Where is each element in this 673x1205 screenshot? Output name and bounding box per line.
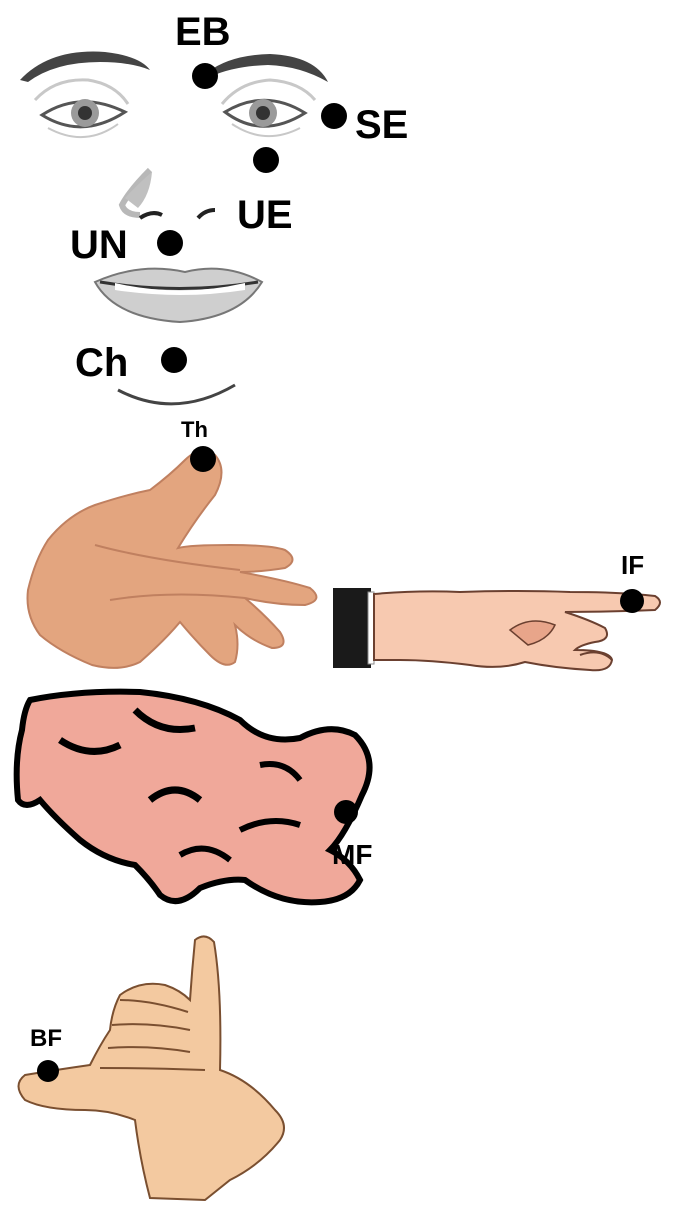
nose (122, 170, 215, 218)
index-finger-point (620, 589, 644, 613)
chin-label: Ch (75, 341, 128, 385)
middle-finger-hand-illustration (17, 692, 370, 903)
index-finger-label: IF (621, 550, 644, 580)
middle-finger-point (334, 800, 358, 824)
eyebrow-label: EB (175, 10, 231, 54)
baby-finger-point (37, 1060, 59, 1082)
chin-point (161, 347, 187, 373)
under-eye-label: UE (237, 193, 293, 237)
under-nose-label: UN (70, 223, 128, 267)
mouth (95, 269, 262, 322)
thumb-point (190, 446, 216, 472)
baby-finger-label: BF (30, 1025, 62, 1052)
left-eye (35, 80, 128, 137)
middle-finger-label: MF (332, 839, 372, 870)
side-eye-point (321, 103, 347, 129)
thumb-label: Th (181, 417, 208, 442)
pointing-hand-illustration (333, 588, 660, 670)
left-eyebrow (20, 52, 150, 82)
right-eyebrow (208, 54, 328, 82)
open-hand-illustration (28, 451, 317, 668)
chin-line (118, 385, 235, 404)
eyebrow-point (192, 63, 218, 89)
side-eye-label: SE (355, 103, 408, 147)
under-nose-point (157, 230, 183, 256)
right-eye (222, 80, 315, 136)
under-eye-point (253, 147, 279, 173)
